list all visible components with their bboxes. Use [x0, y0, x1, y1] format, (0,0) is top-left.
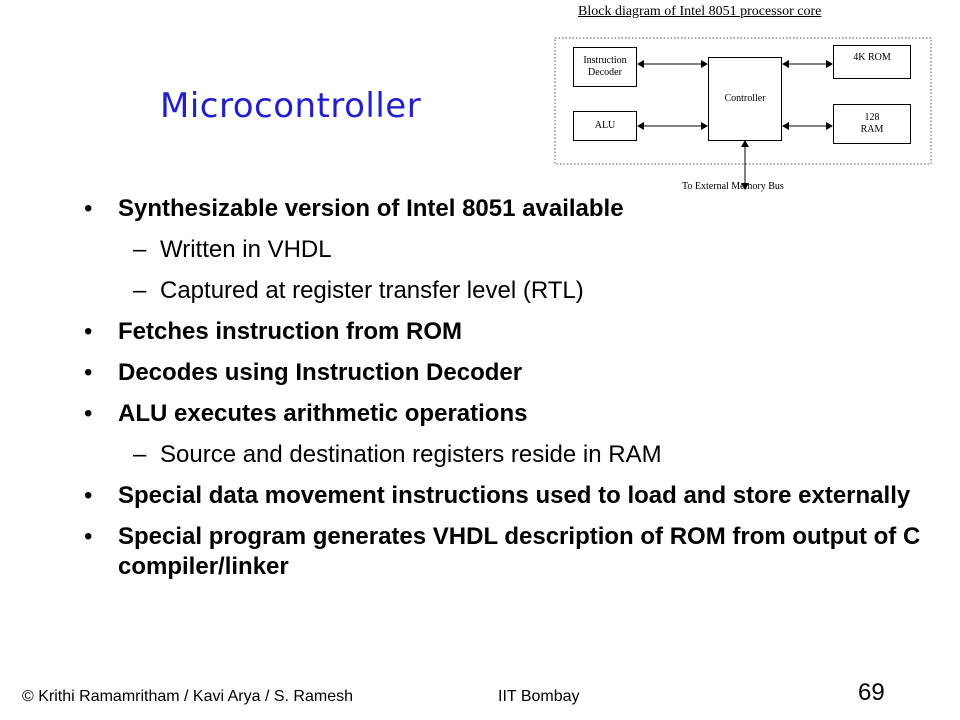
rom-block: 4K ROM [833, 45, 911, 79]
block-diagram [554, 37, 932, 190]
controller-block: Controller [708, 57, 782, 141]
bullet-vhdl-rom: Special program generates VHDL descripti… [0, 522, 960, 582]
sub-bullet-vhdl: Written in VHDL [0, 235, 960, 265]
page-number: 69 [858, 679, 885, 706]
sub-bullet-registers-ram: Source and destination registers reside … [0, 440, 960, 470]
alu-block: ALU [573, 111, 637, 141]
instruction-decoder-block: Instruction Decoder [573, 47, 637, 87]
footer-credit: © Krithi Ramamritham / Kavi Arya / S. Ra… [22, 688, 353, 705]
diagram-caption: Block diagram of Intel 8051 processor co… [578, 4, 822, 19]
bullet-synthesizable-8051: Synthesizable version of Intel 8051 avai… [0, 194, 960, 224]
sub-bullet-rtl: Captured at register transfer level (RTL… [0, 276, 960, 306]
bullet-fetches-rom: Fetches instruction from ROM [0, 317, 960, 347]
bullet-list: Synthesizable version of Intel 8051 avai… [0, 194, 960, 593]
footer-institution: IIT Bombay [498, 688, 580, 705]
slide-title: Microcontroller [160, 86, 422, 126]
bullet-decodes: Decodes using Instruction Decoder [0, 358, 960, 388]
bullet-alu-executes: ALU executes arithmetic operations [0, 399, 960, 429]
ram-block: 128 RAM [833, 104, 911, 144]
external-bus-label: To External Memory Bus [682, 181, 784, 192]
bullet-data-movement: Special data movement instructions used … [0, 481, 960, 511]
